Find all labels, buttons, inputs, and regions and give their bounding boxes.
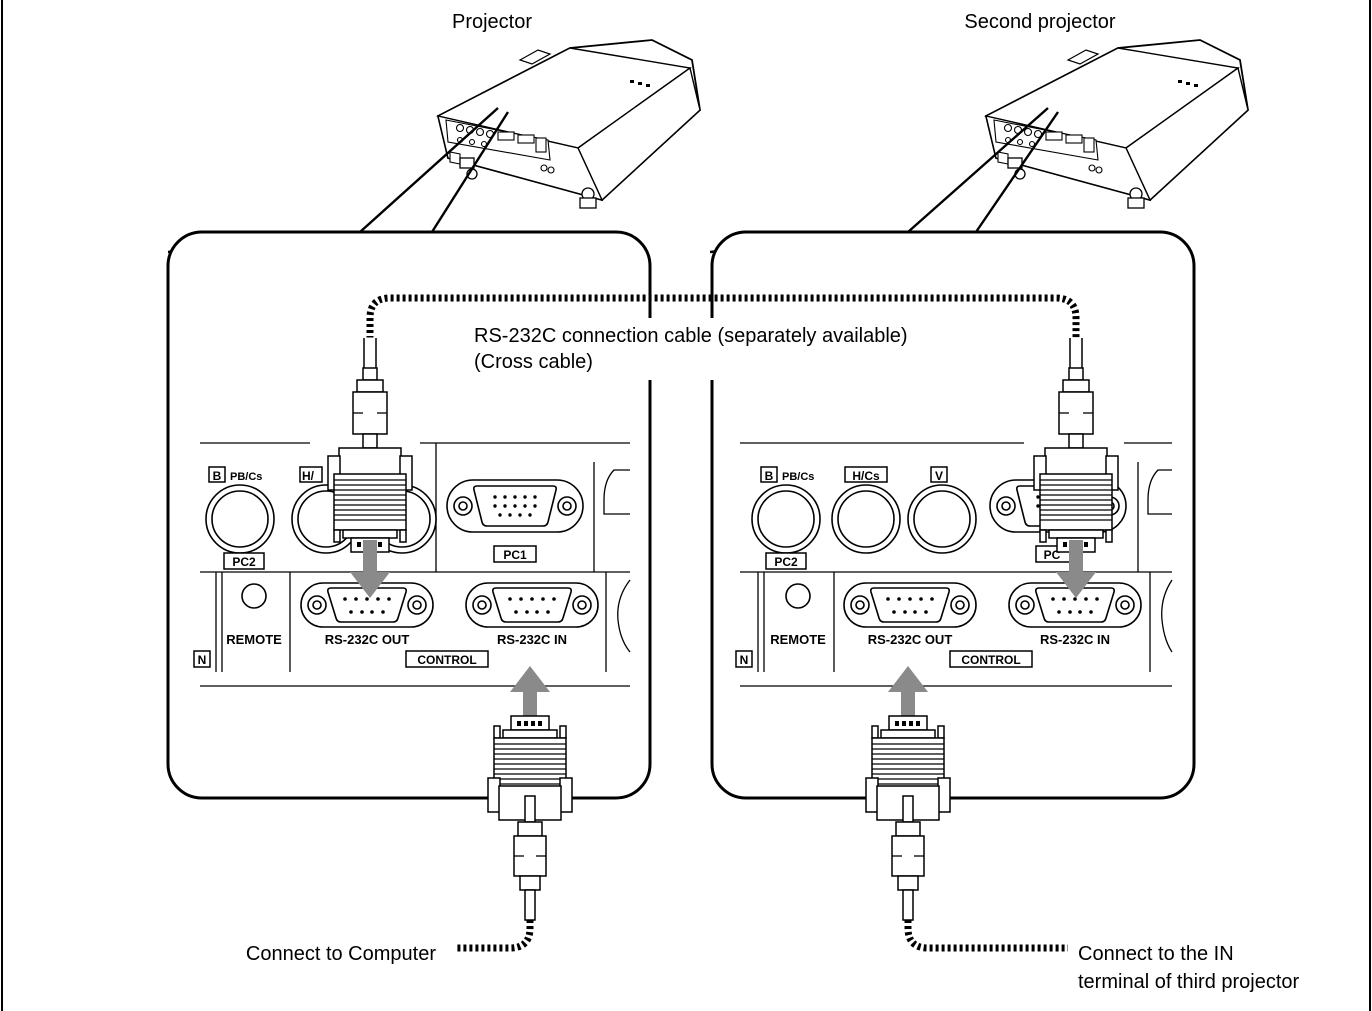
projector-illustration: [437, 39, 701, 209]
left-pc1-label: PC1: [503, 548, 527, 562]
left-remote-label: REMOTE: [226, 632, 282, 647]
projector-label: Projector: [452, 11, 532, 33]
right-jack-v[interactable]: [907, 484, 977, 554]
arrow-right-into-in: [1056, 540, 1096, 598]
left-b-tag: B: [213, 469, 222, 483]
right-top-db9-plug: [1033, 447, 1119, 553]
right-pc2-label: PC2: [774, 555, 798, 569]
left-pb-label: PB/Cs: [230, 471, 262, 483]
cable-label-line1: RS-232C connection cable (separately ava…: [474, 325, 908, 347]
left-top-db9-plug: [327, 447, 413, 553]
right-remote-jack[interactable]: [785, 583, 811, 609]
left-jack-b[interactable]: [205, 484, 275, 554]
connect-third-line1: Connect to the IN: [1078, 943, 1234, 965]
right-h-tag: H/Cs: [852, 469, 880, 483]
right-remote-label: REMOTE: [770, 632, 826, 647]
cable-label-bg: [472, 318, 992, 380]
left-h-tag: H/: [302, 469, 315, 483]
connect-third-line2: terminal of third projector: [1078, 971, 1300, 993]
left-rs232c-in-port[interactable]: [465, 582, 599, 628]
second-projector-illustration: [985, 39, 1249, 209]
right-control-label: CONTROL: [961, 653, 1020, 667]
left-panel-terminals: B PB/Cs H/ PC2 PC1 REMOTE RS-232C OUT RS…: [193, 442, 631, 687]
left-pc2-label: PC2: [232, 555, 256, 569]
left-rs232c-out-label: RS-232C OUT: [325, 632, 410, 647]
right-b-tag: B: [765, 469, 774, 483]
left-n-tag: N: [198, 653, 207, 667]
connect-computer-label: Connect to Computer: [246, 943, 436, 965]
right-rs232c-out-label: RS-232C OUT: [868, 632, 953, 647]
right-jack-h[interactable]: [831, 484, 901, 554]
right-v-tag: V: [935, 469, 943, 483]
left-rs232c-in-label: RS-232C IN: [497, 632, 567, 647]
computer-cable-dotted: [455, 920, 534, 952]
right-rs232c-out-port[interactable]: [843, 582, 977, 628]
second-projector-label: Second projector: [964, 11, 1116, 33]
right-pb-label: PB/Cs: [782, 471, 814, 483]
arrow-right-up-into-out: [888, 666, 928, 720]
arrow-left-up-into-in: [510, 666, 550, 720]
cross-cable-dotted: [366, 294, 1080, 345]
right-rs232c-in-label: RS-232C IN: [1040, 632, 1110, 647]
cable-label-line2: (Cross cable): [474, 351, 593, 373]
arrow-left-into-out: [350, 540, 390, 598]
left-pc1-port[interactable]: [446, 479, 584, 533]
right-jack-b[interactable]: [751, 484, 821, 554]
zoom-line-left-b: [430, 111, 510, 233]
third-projector-cable-dotted: [904, 920, 1068, 952]
right-n-tag: N: [740, 653, 749, 667]
left-control-label: CONTROL: [417, 653, 476, 667]
zoom-line-right-b: [975, 111, 1059, 233]
right-panel-terminals: B PB/Cs H/Cs V PC2 PC REMOTE RS-232C OUT…: [735, 442, 1173, 687]
left-remote-jack[interactable]: [241, 583, 267, 609]
left-top-cable-bead: [352, 367, 388, 449]
right-top-cable-bead: [1058, 367, 1094, 449]
